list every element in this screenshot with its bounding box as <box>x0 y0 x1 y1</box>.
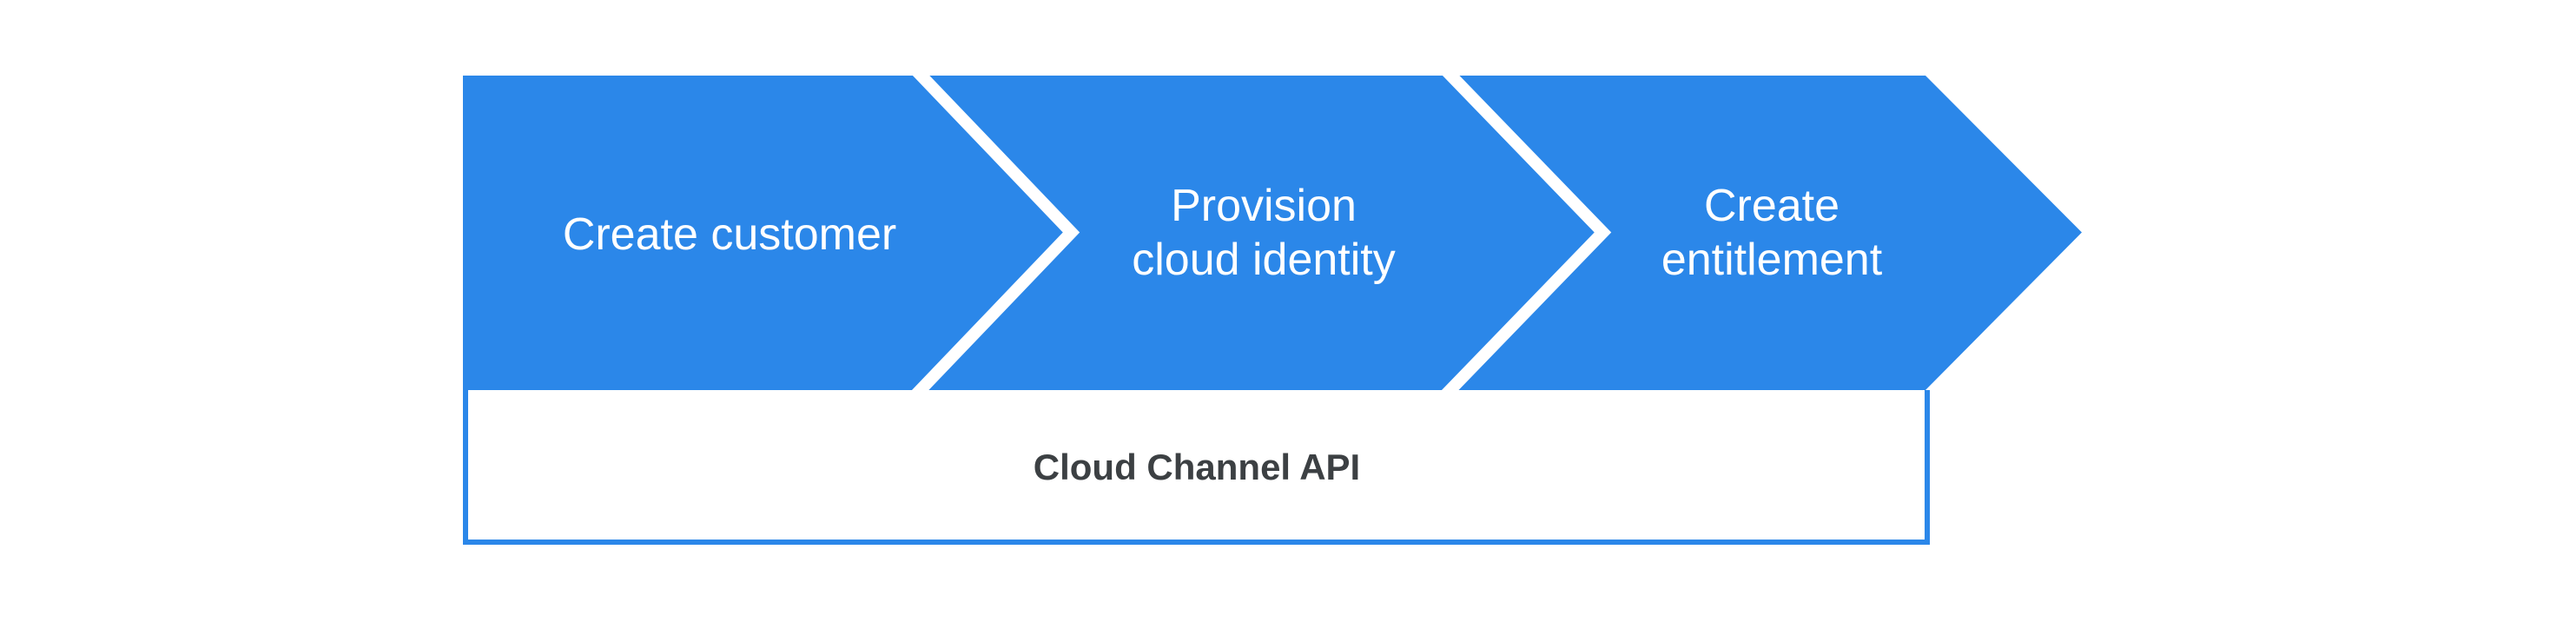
api-bar-label: Cloud Channel API <box>1033 447 1361 487</box>
arrow-band <box>463 76 2082 390</box>
chevron-separator-1 <box>908 76 1080 390</box>
step-label-provision-cloud-identity: Provision cloud identity <box>1132 181 1396 285</box>
api-box <box>463 390 1930 545</box>
step-label-create-entitlement: Create entitlement <box>1661 181 1883 285</box>
step-label-create-customer: Create customer <box>562 209 897 260</box>
chevron-separator-2 <box>1438 76 1612 390</box>
